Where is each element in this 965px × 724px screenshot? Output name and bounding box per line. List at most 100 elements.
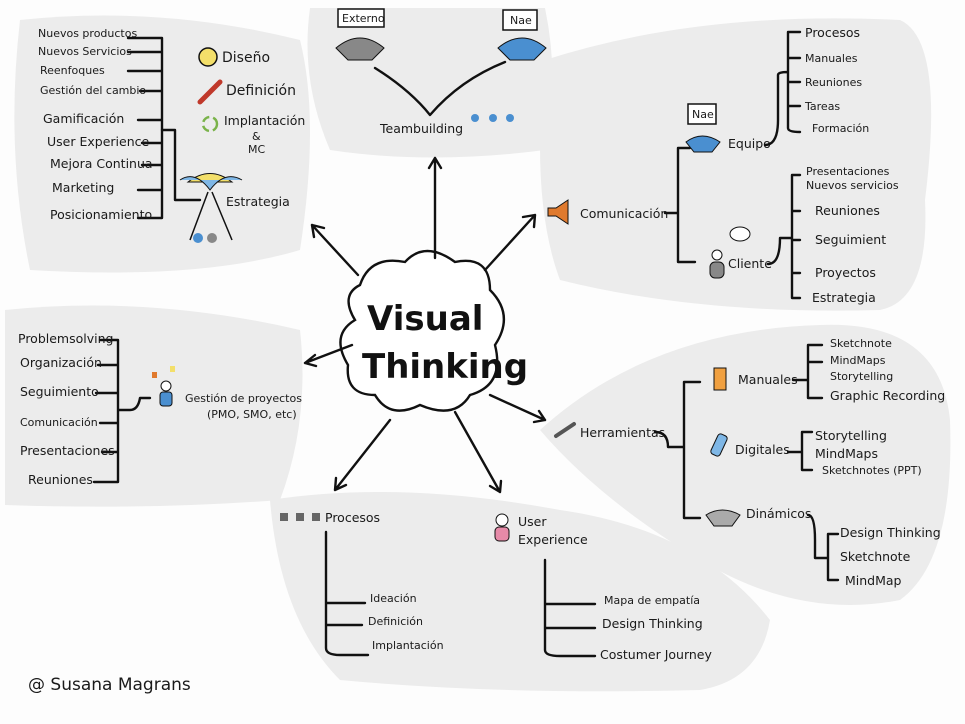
manuales-item: MindMaps <box>830 354 886 367</box>
gestion-item: Presentaciones <box>20 443 115 458</box>
ux-label-line2: Experience <box>518 532 588 547</box>
team-nae-icon <box>497 37 547 61</box>
procesos-ux-region <box>270 492 770 692</box>
teambuilding-label: Teambuilding <box>379 121 463 136</box>
dinamicos-item: MindMap <box>845 573 902 588</box>
estrategia-label: Estrategia <box>226 194 290 209</box>
cliente-item: Proyectos <box>815 265 876 280</box>
nae-sign <box>502 9 538 31</box>
comunicacion-branch: Comunicación Nae Equipo Procesos Manuale… <box>547 25 899 305</box>
center-title-line1: Visual <box>367 299 483 339</box>
gestion-label: Gestión de proyectos <box>185 392 302 405</box>
center-arrows <box>303 156 547 494</box>
diseno-label: Diseño <box>222 50 270 66</box>
wrench-icon <box>554 422 576 438</box>
externo-sign <box>337 8 385 28</box>
procesos-label: Procesos <box>325 510 380 525</box>
digitales-label: Digitales <box>735 442 790 457</box>
process-icon <box>280 513 320 521</box>
megaphone-icon <box>547 199 569 225</box>
gestion-item: Seguimiento <box>20 384 99 399</box>
comunicacion-label: Comunicación <box>580 206 668 221</box>
gestion-item: Comunicación <box>20 416 98 429</box>
road-sun-icon <box>179 173 243 243</box>
cliente-item: Presentaciones <box>806 165 890 178</box>
equipo-sign <box>687 103 717 125</box>
client-icon <box>709 226 751 279</box>
juggler-icon <box>152 366 175 407</box>
digitales-item: Storytelling <box>815 428 887 443</box>
equipo-item: Formación <box>812 122 869 135</box>
cycle-icon <box>201 115 219 133</box>
ux-item: Design Thinking <box>602 616 703 631</box>
hand-icon <box>713 367 727 391</box>
cliente-item: Seguimient <box>815 232 886 247</box>
procesos-item: Implantación <box>372 639 444 652</box>
implantacion-label: Implantación <box>224 113 305 128</box>
pen-icon <box>197 79 223 105</box>
cliente-item: Nuevos servicios <box>806 179 899 192</box>
phone-icon <box>710 433 728 457</box>
cliente-item: Reuniones <box>815 203 880 218</box>
center-title-line2: Thinking <box>362 347 528 387</box>
estrategia-item: Nuevos productos <box>38 27 137 40</box>
equipo-label: Equipo <box>728 136 771 151</box>
manuales-label: Manuales <box>738 372 798 387</box>
externo-label: Externo <box>342 12 385 25</box>
gestion-item: Organización <box>20 355 102 370</box>
center-cloud <box>339 249 506 412</box>
herramientas-branch: Herramientas Manuales Sketchnote MindMap… <box>554 337 945 588</box>
procesos-item: Definición <box>368 615 423 628</box>
manuales-item: Sketchnote <box>830 337 892 350</box>
equipo-item: Procesos <box>805 25 860 40</box>
user-icon <box>494 513 510 542</box>
definicion-label: Definición <box>226 83 296 99</box>
manuales-item: Storytelling <box>830 370 893 383</box>
ux-branch: User Experience Mapa de empatía Design T… <box>494 513 712 662</box>
amp-label: & <box>252 130 261 143</box>
estrategia-item: Gestión del cambio <box>40 84 146 97</box>
gestion-item: Problemsolving <box>18 331 113 346</box>
group-icon <box>705 509 741 527</box>
gestion-branch: Problemsolving Organización Seguimiento … <box>18 331 302 487</box>
procesos-item: Ideación <box>370 592 417 605</box>
people-icon <box>471 114 514 122</box>
estrategia-item: Gamificación <box>43 111 124 126</box>
equipo-badge: Nae <box>692 108 714 121</box>
ux-item: Costumer Journey <box>600 647 712 662</box>
equipo-item: Reuniones <box>805 76 862 89</box>
gestion-region <box>5 305 303 507</box>
signature: @ Susana Magrans <box>28 675 191 695</box>
estrategia-item: Reenfoques <box>40 64 105 77</box>
estrategia-branch: Nuevos productos Nuevos Servicios Reenfo… <box>38 27 305 243</box>
mc-label: MC <box>248 143 265 156</box>
dinamicos-item: Sketchnote <box>840 549 911 564</box>
equipo-item: Manuales <box>805 52 858 65</box>
dinamicos-label: Dinámicos <box>746 506 811 521</box>
estrategia-item: Nuevos Servicios <box>38 45 132 58</box>
equipo-item: Tareas <box>804 100 840 113</box>
estrategia-item: User Experience <box>47 134 149 149</box>
estrategia-item: Mejora Continua <box>50 156 153 171</box>
team-icon <box>685 135 721 153</box>
herramientas-region <box>540 324 951 605</box>
gestion-sublabel: (PMO, SMO, etc) <box>207 408 297 421</box>
cliente-label: Cliente <box>728 256 772 271</box>
team-externo-icon <box>335 37 385 61</box>
ux-item: Mapa de empatía <box>604 594 700 607</box>
estrategia-item: Posicionamiento <box>50 207 152 222</box>
cliente-item: Estrategia <box>812 290 876 305</box>
herramientas-label: Herramientas <box>580 425 665 440</box>
lightbulb-icon <box>198 47 218 67</box>
ux-label-line1: User <box>518 514 547 529</box>
gestion-item: Reuniones <box>28 472 93 487</box>
estrategia-item: Marketing <box>52 180 114 195</box>
dinamicos-item: Design Thinking <box>840 525 941 540</box>
digitales-item: MindMaps <box>815 446 878 461</box>
nae-label: Nae <box>510 14 532 27</box>
procesos-branch: Procesos Ideación Definición Implantació… <box>280 510 444 657</box>
digitales-item: Sketchnotes (PPT) <box>822 464 922 477</box>
teambuilding-branch: Externo Nae Teambuilding <box>335 8 547 136</box>
